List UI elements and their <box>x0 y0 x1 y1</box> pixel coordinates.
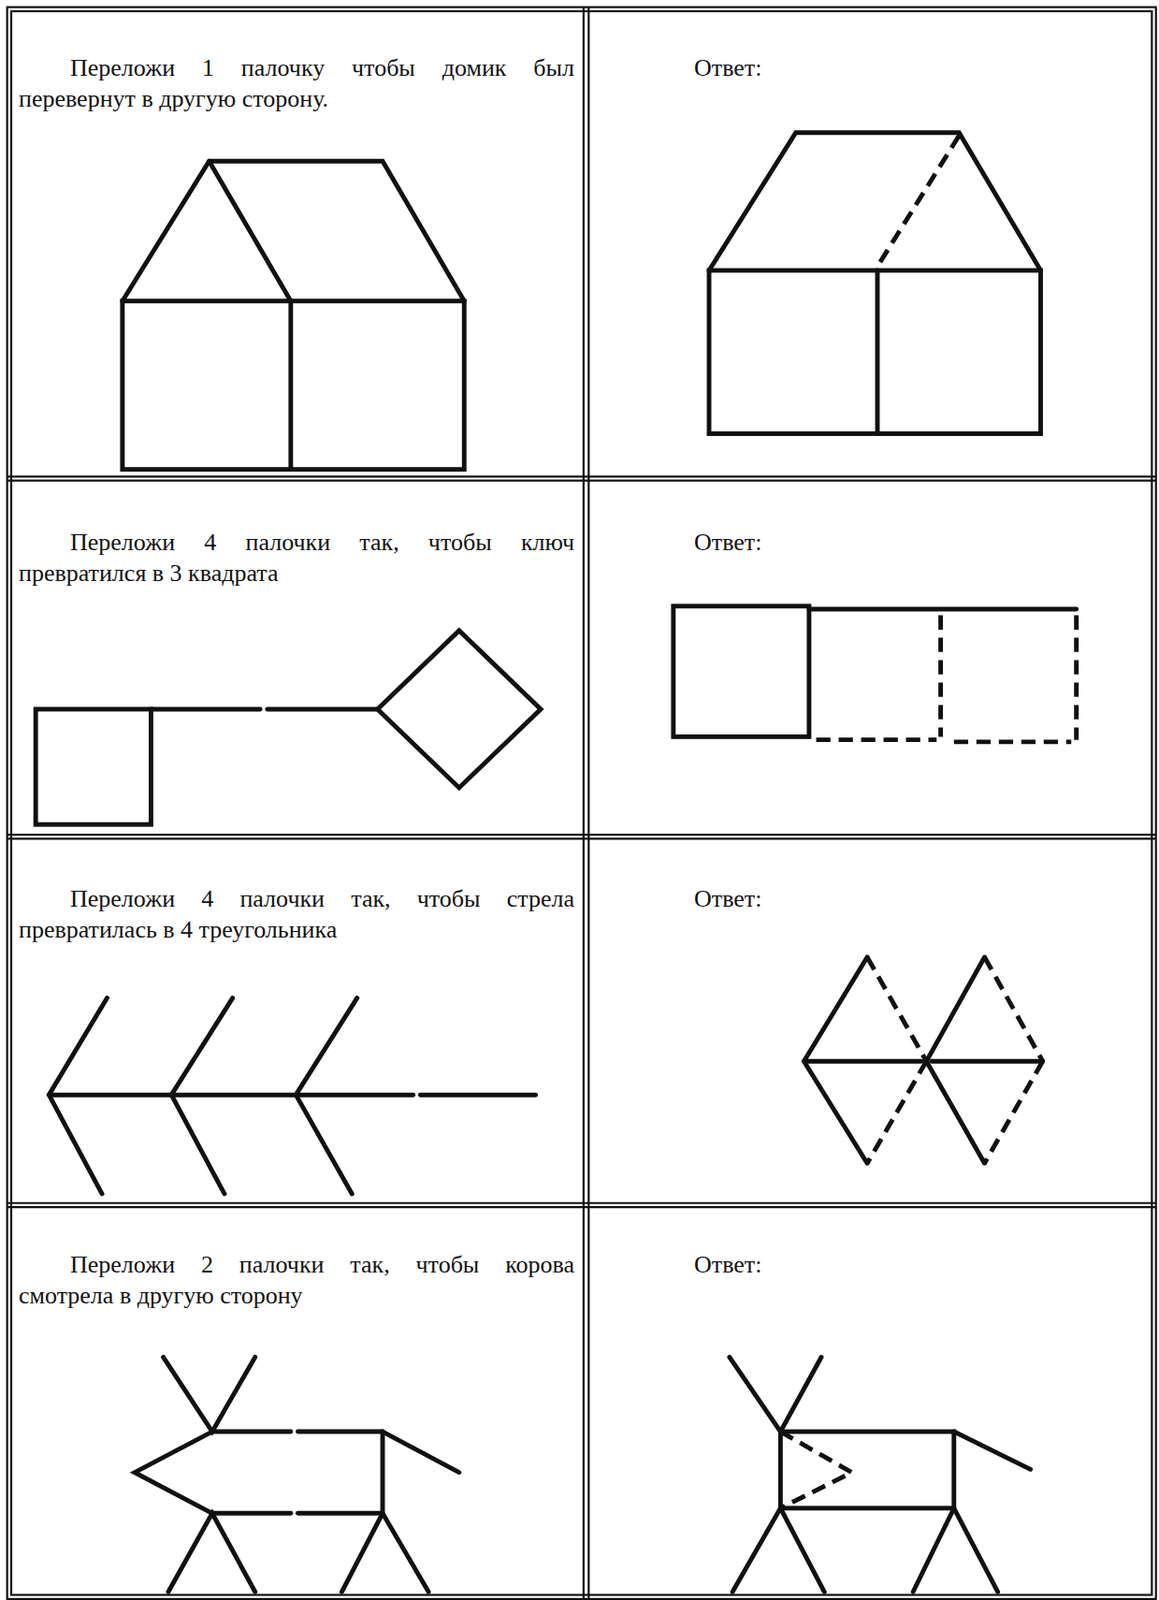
task-text: Переложи 4 палочки так, чтобы ключ превр… <box>18 527 575 589</box>
answer-label: Ответ: <box>694 1249 1000 1281</box>
task-text: Переложи 1 палочку чтобы домик был перев… <box>18 53 575 115</box>
answer-label: Ответ: <box>694 53 1000 85</box>
task-text: Переложи 4 палочки так, чтобы стрела пре… <box>18 883 575 945</box>
answer-label: Ответ: <box>694 883 1000 915</box>
task-text: Переложи 2 палочки так, чтобы корова смо… <box>18 1249 575 1311</box>
answer-label: Ответ: <box>694 527 1000 559</box>
